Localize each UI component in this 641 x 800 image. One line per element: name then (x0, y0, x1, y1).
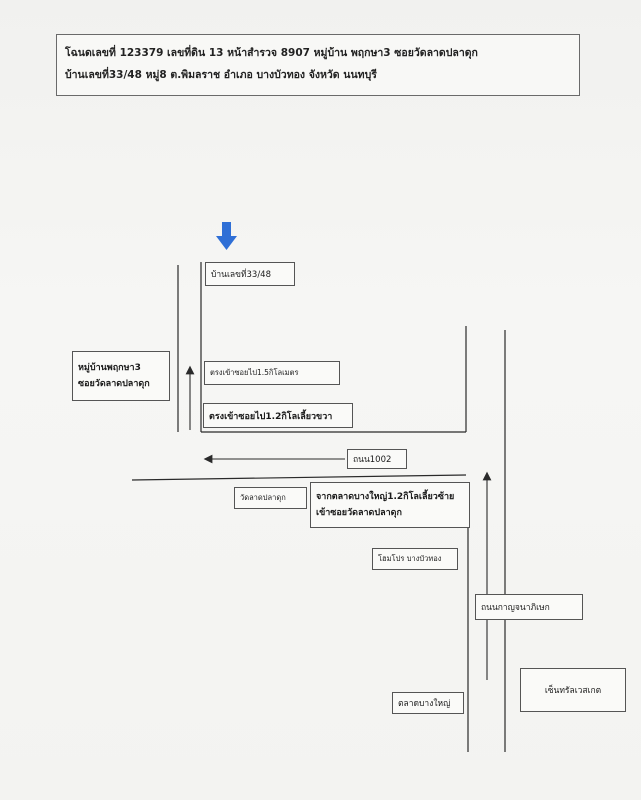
temple-label: วัดลาดปลาดุก (234, 487, 307, 509)
bangyai-market-label: ตลาดบางใหญ่ (392, 692, 464, 714)
turn-right-label: ตรงเข้าซอยไป1.2กิโลเลี้ยวขวา (203, 403, 353, 428)
road-1002-label: ถนน1002 (347, 449, 407, 469)
property-info-line-1: โฉนดเลขที่ 123379 เลขที่ดิน 13 หน้าสำรวจ… (65, 47, 478, 59)
village-label: หมู่บ้านพฤกษา3 ซอยวัดลาดปลาดุก (72, 351, 170, 401)
village-label-line-1: หมู่บ้านพฤกษา3 (78, 363, 141, 373)
road-1002-edge (131, 474, 467, 481)
kanchanaphisek-road-label: ถนนกาญจนาภิเษก (475, 594, 583, 620)
property-info-line-2: บ้านเลขที่33/48 หมู่8 ต.พิมลราช อำเภอ บา… (65, 69, 377, 81)
village-label-line-2: ซอยวัดลาดปลาดุก (78, 379, 150, 389)
route-instruction-line-1: จากตลาดบางใหญ่1.2กิโลเลี้ยวซ้าย (316, 492, 455, 502)
homepro-label: โฮมโปร บางบัวทอง (372, 548, 458, 570)
route-instruction-line-2: เข้าซอยวัดลาดปลาดุก (316, 508, 402, 518)
down-arrow-marker (216, 222, 237, 250)
straight-distance-label: ตรงเข้าซอยไป1.5กิโลเมตร (204, 361, 340, 385)
central-westgate-label: เซ็นทรัลเวสเกต (520, 668, 626, 712)
property-info-box: โฉนดเลขที่ 123379 เลขที่ดิน 13 หน้าสำรวจ… (56, 34, 580, 96)
house-number-label: บ้านเลขที่33/48 (205, 262, 295, 286)
route-instruction-label: จากตลาดบางใหญ่1.2กิโลเลี้ยวซ้าย เข้าซอยว… (310, 482, 470, 528)
